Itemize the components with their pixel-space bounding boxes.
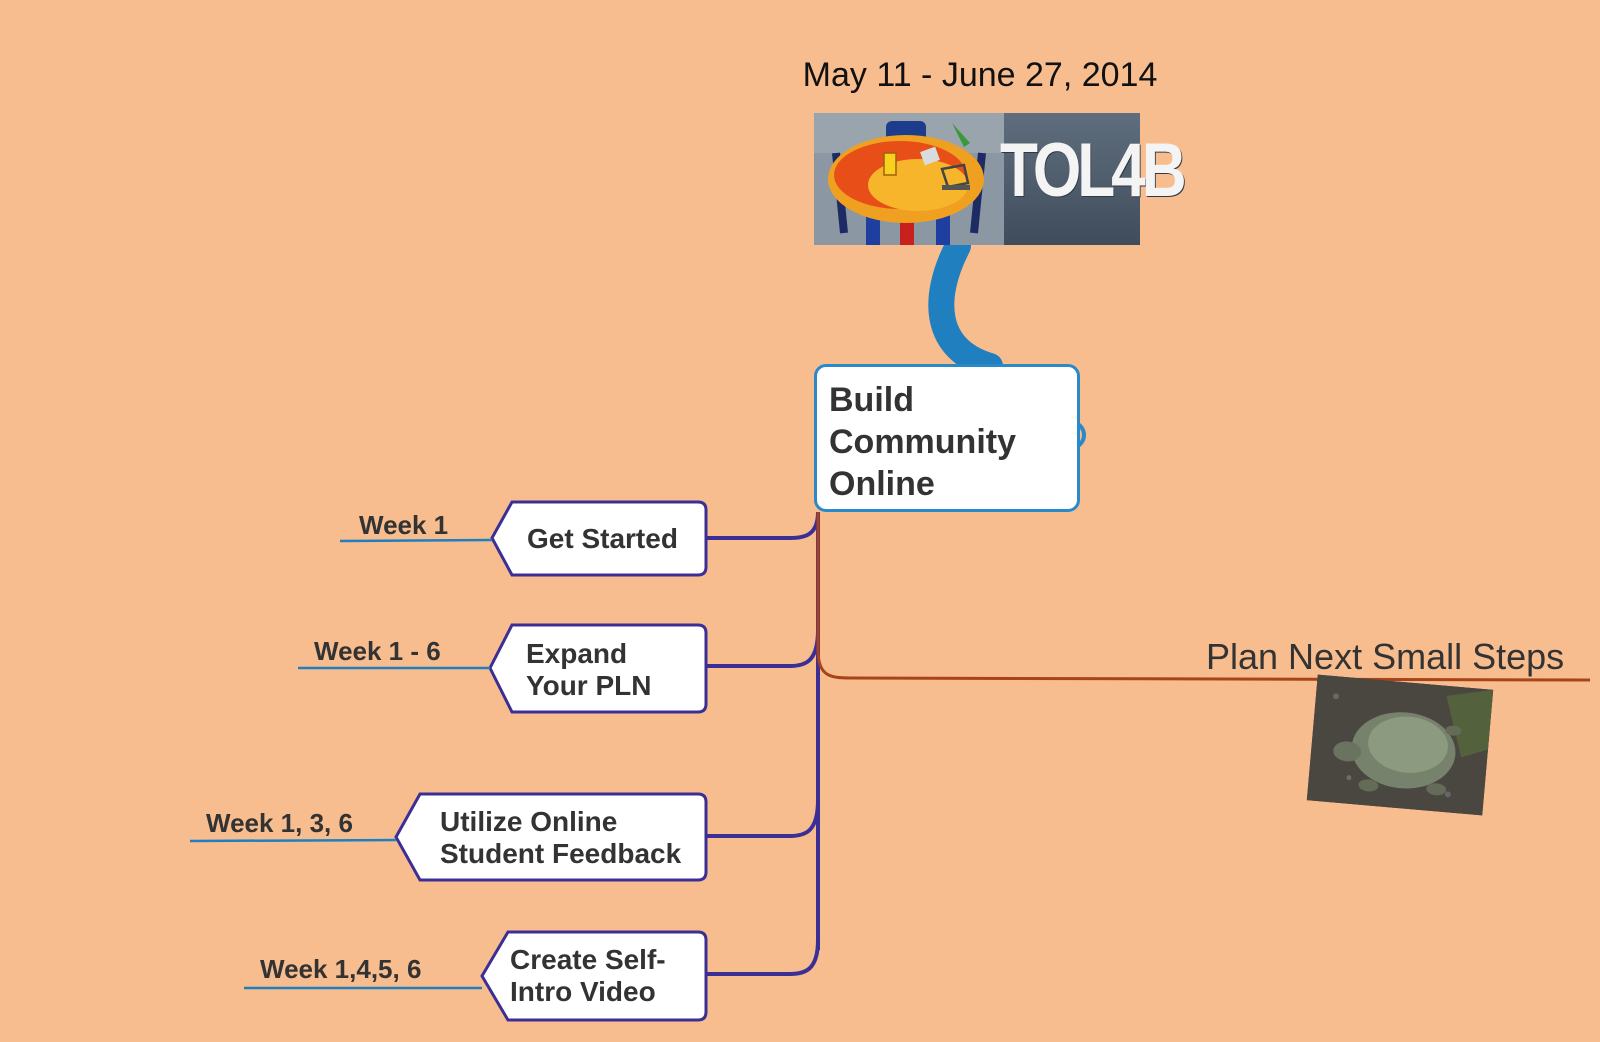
logo-connector [928,233,1003,379]
topic-self-intro-video[interactable]: Create Self- Intro Video [510,944,666,1008]
topic-shape-utilize-feedback [394,792,708,882]
central-topic-line: Community [829,423,1016,461]
central-topic-line: Build [829,381,914,419]
branch-connector-3 [706,799,820,838]
topic-line: Your PLN [526,670,652,701]
topic-expand-pln[interactable]: Expand Your PLN [526,638,651,702]
week-label: Week 1, 3, 6 [206,808,353,838]
date-range-label: May 11 - June 27, 2014 [802,56,1158,94]
topic-line: Intro Video [510,976,656,1007]
topic-shape-self-intro [480,930,708,1022]
topic-line: Expand [526,638,628,669]
plan-connector [816,512,1591,682]
week-label: Week 1 [359,510,449,540]
central-topic-line: Online [829,465,935,503]
topic-get-started[interactable]: Get Started [527,523,678,555]
week-label: Week 1 - 6 [314,636,441,666]
logo-text: TOL4B [1000,128,1187,213]
topic-line: Student Feedback [440,838,682,869]
topic-line: Create Self- [510,944,666,975]
branch-connector-2 [706,629,820,668]
topic-line: Get Started [527,523,678,554]
branch-connector-1 [706,511,820,540]
topic-shape-expand-pln [488,623,708,714]
week-underline-1 [339,538,493,543]
round-table-logo-icon [814,113,1004,245]
week-label: Week 1,4,5, 6 [260,954,422,984]
turtle-image [1306,674,1494,816]
week-underline-3 [189,838,397,843]
topic-shape-get-started [490,500,708,577]
topic-line: Utilize Online [440,806,618,837]
plan-next-steps-label[interactable]: Plan Next Small Steps [1206,636,1565,677]
topic-utilize-feedback[interactable]: Utilize Online Student Feedback [440,806,681,870]
central-topic-node[interactable]: Build Community Online [814,364,1080,512]
tol4b-logo: TOL4B [814,113,1187,245]
branch-connector-4 [706,939,820,976]
